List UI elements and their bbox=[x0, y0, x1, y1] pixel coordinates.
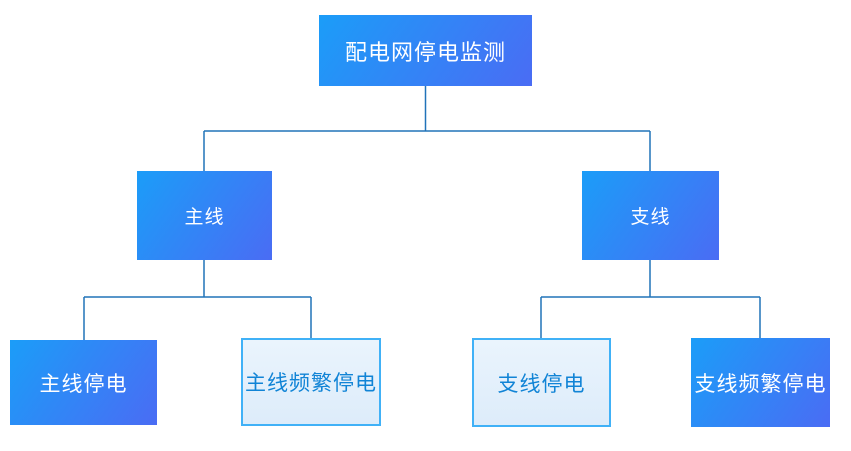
node-branch-line-outage[interactable]: 支线停电 bbox=[472, 338, 611, 427]
node-main-line-outage[interactable]: 主线停电 bbox=[10, 340, 157, 425]
node-label: 主线 bbox=[184, 206, 225, 228]
node-label: 支线频繁停电 bbox=[694, 371, 827, 396]
node-branch-line[interactable]: 支线 bbox=[582, 171, 719, 260]
node-label: 支线停电 bbox=[497, 371, 586, 396]
node-main-line[interactable]: 主线 bbox=[137, 171, 272, 260]
node-label: 主线停电 bbox=[39, 371, 128, 396]
node-label: 主线频繁停电 bbox=[245, 371, 377, 395]
connector-branch-subtree bbox=[540, 260, 761, 338]
connector-root-branch bbox=[203, 86, 651, 171]
node-label: 支线 bbox=[630, 206, 671, 228]
node-root-outage-monitoring[interactable]: 配电网停电监测 bbox=[319, 15, 532, 86]
connector-main-subtree bbox=[83, 260, 312, 340]
node-label: 配电网停电监测 bbox=[344, 40, 506, 66]
node-branch-line-frequent-outage[interactable]: 支线频繁停电 bbox=[691, 338, 830, 427]
node-main-line-frequent-outage[interactable]: 主线频繁停电 bbox=[241, 338, 381, 426]
